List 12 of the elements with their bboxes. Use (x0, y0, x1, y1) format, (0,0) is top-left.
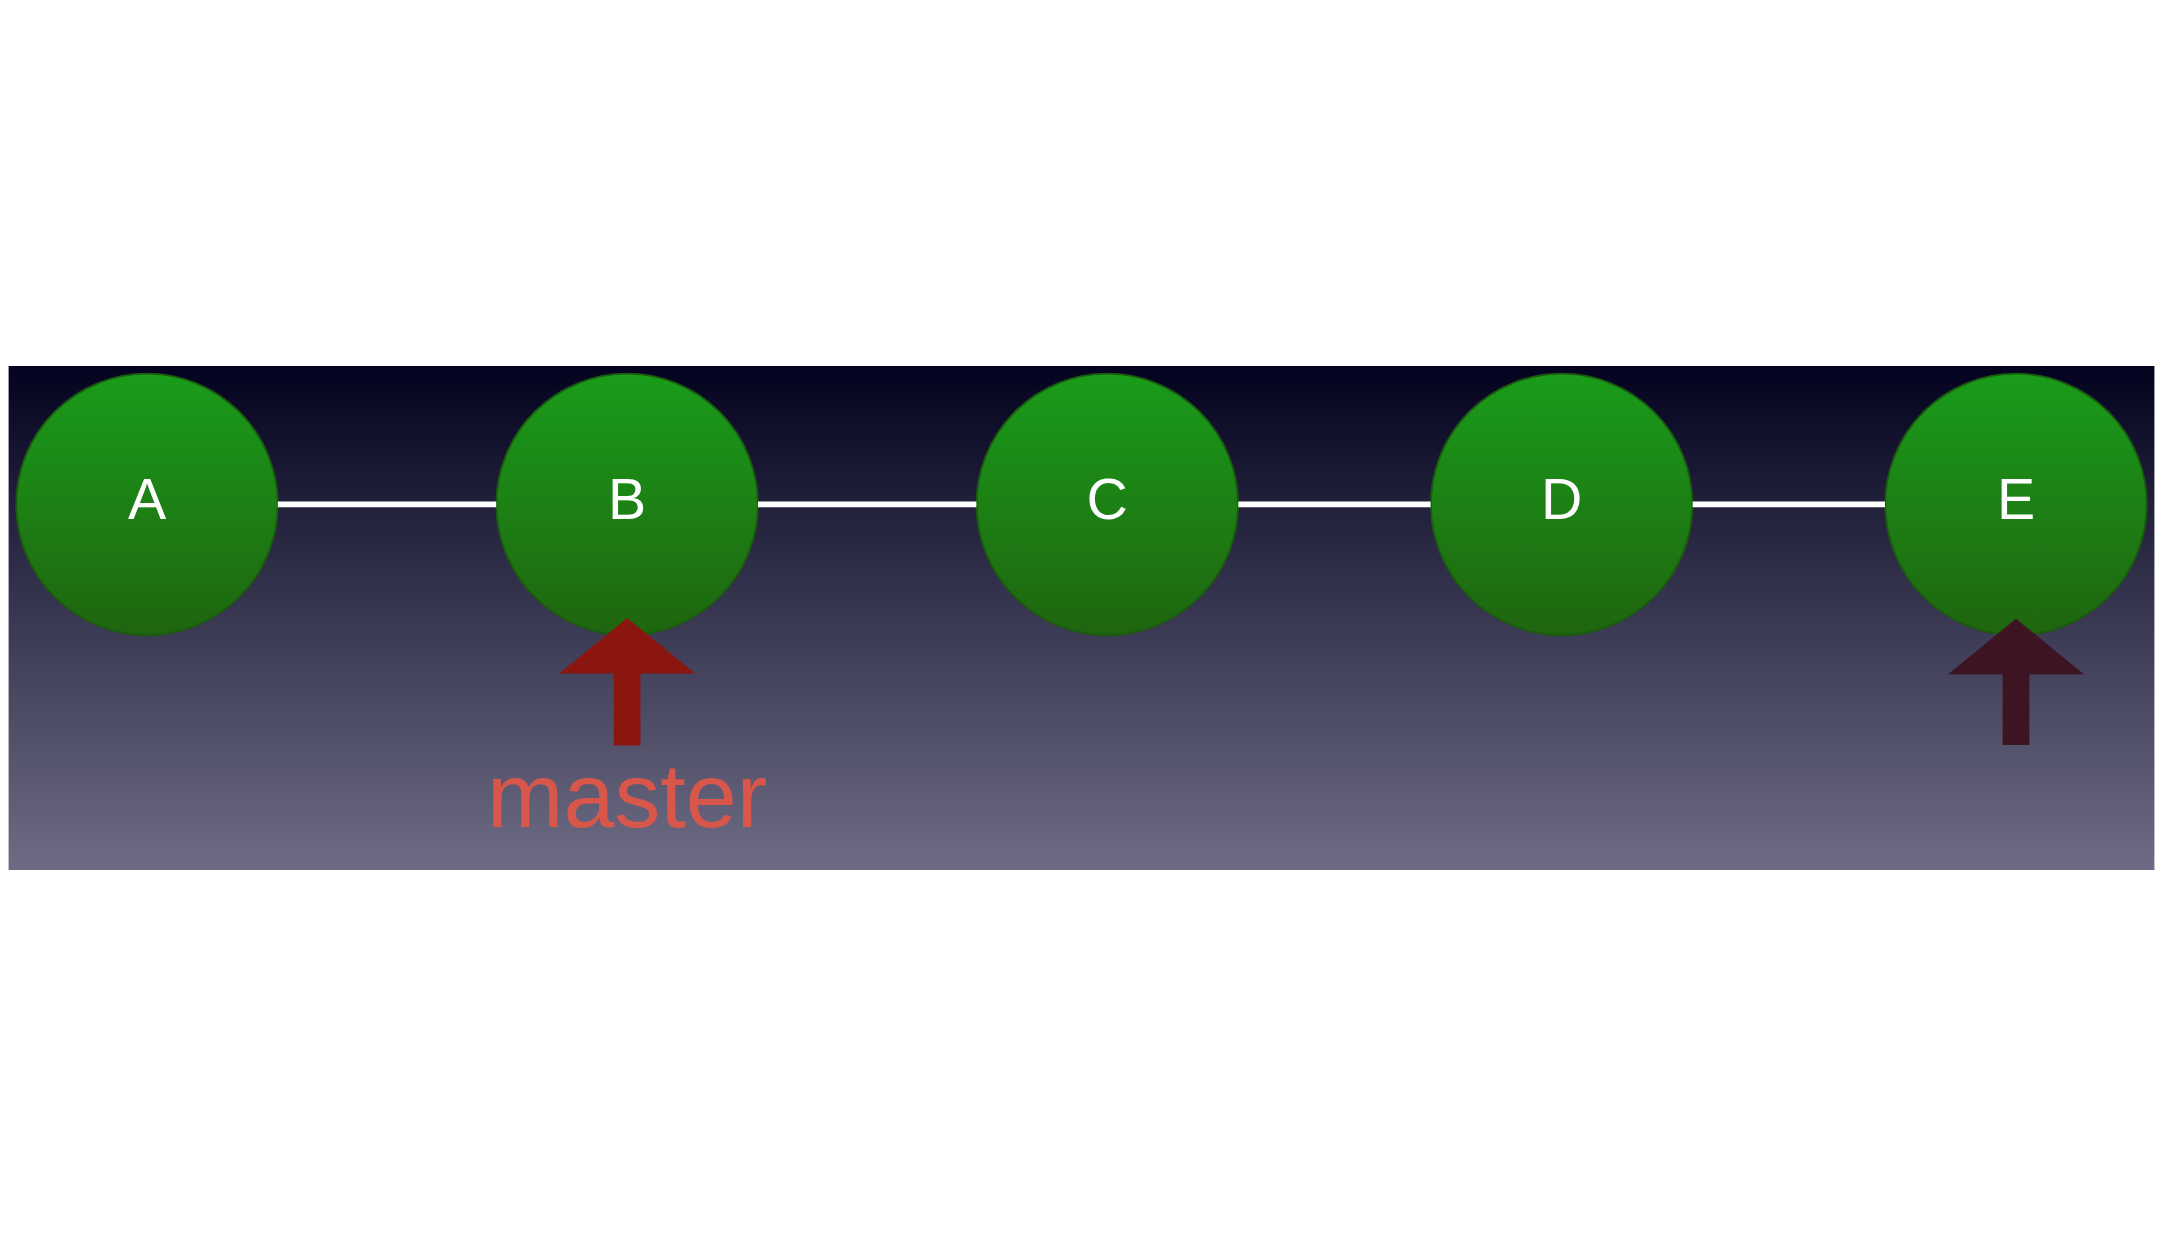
connector (1692, 501, 1885, 508)
node-circle: B (495, 372, 759, 637)
arrow (1948, 618, 2084, 745)
arrow (559, 618, 696, 746)
node-circle: C (975, 372, 1239, 637)
node-circle: D (1429, 372, 1694, 637)
connector (1238, 501, 1431, 508)
node-circle: E (1884, 372, 2148, 637)
connector (277, 501, 497, 508)
node-circle: A (15, 372, 279, 637)
node-text: master (487, 743, 768, 846)
connector (757, 501, 977, 508)
